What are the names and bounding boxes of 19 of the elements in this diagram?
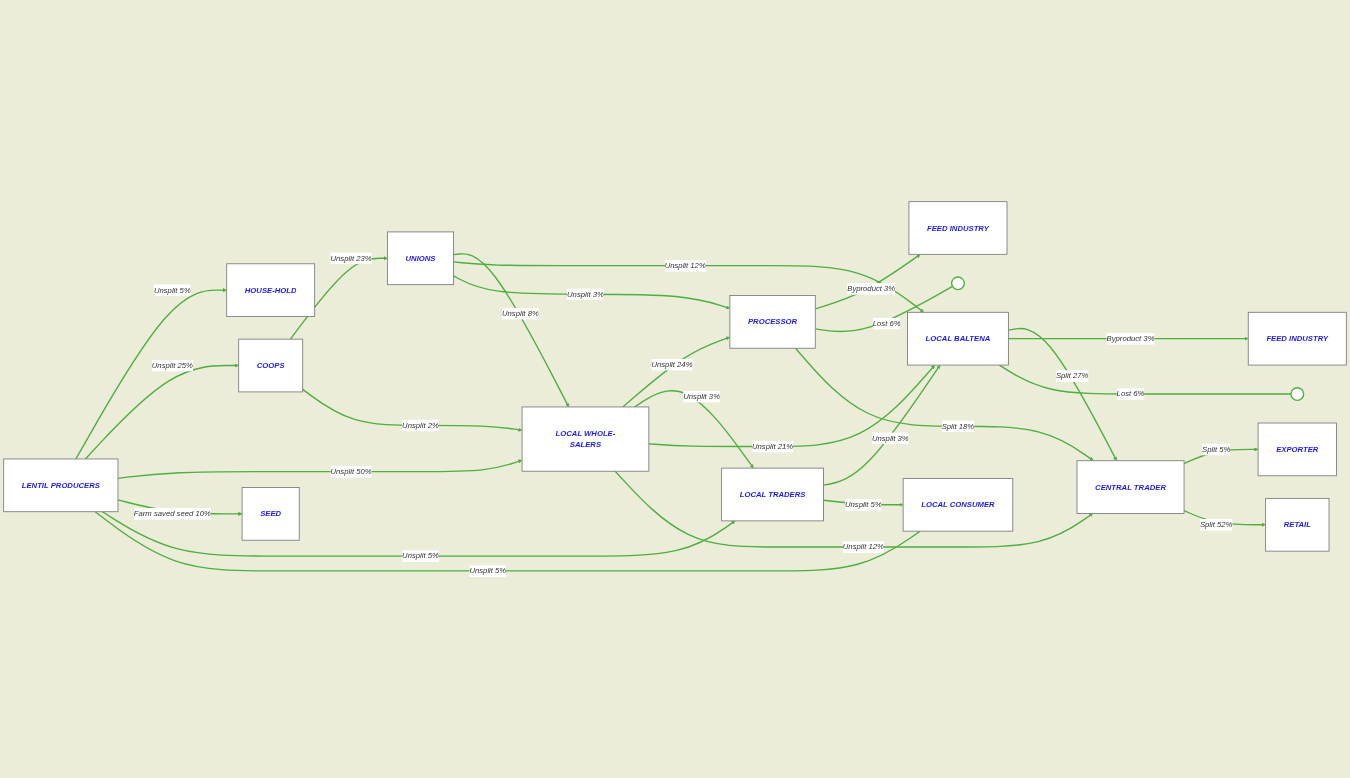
- arrow: [622, 336, 731, 408]
- arrow: [84, 363, 239, 460]
- arrow: [75, 288, 227, 460]
- arrow: [648, 364, 935, 448]
- connector: [998, 364, 1292, 395]
- arrow: [452, 252, 569, 407]
- arrow: [1007, 327, 1117, 461]
- arrow: [101, 510, 736, 557]
- node-circle: [1290, 386, 1305, 401]
- arrow: [117, 459, 523, 479]
- connector: [94, 510, 921, 572]
- arrow: [822, 364, 941, 486]
- arrow: [302, 388, 523, 432]
- connector: [814, 285, 954, 333]
- arrow: [794, 347, 1094, 461]
- arrow: [633, 390, 754, 469]
- node-circle: [950, 276, 965, 291]
- arrow: [614, 470, 1093, 548]
- arrow: [814, 254, 921, 310]
